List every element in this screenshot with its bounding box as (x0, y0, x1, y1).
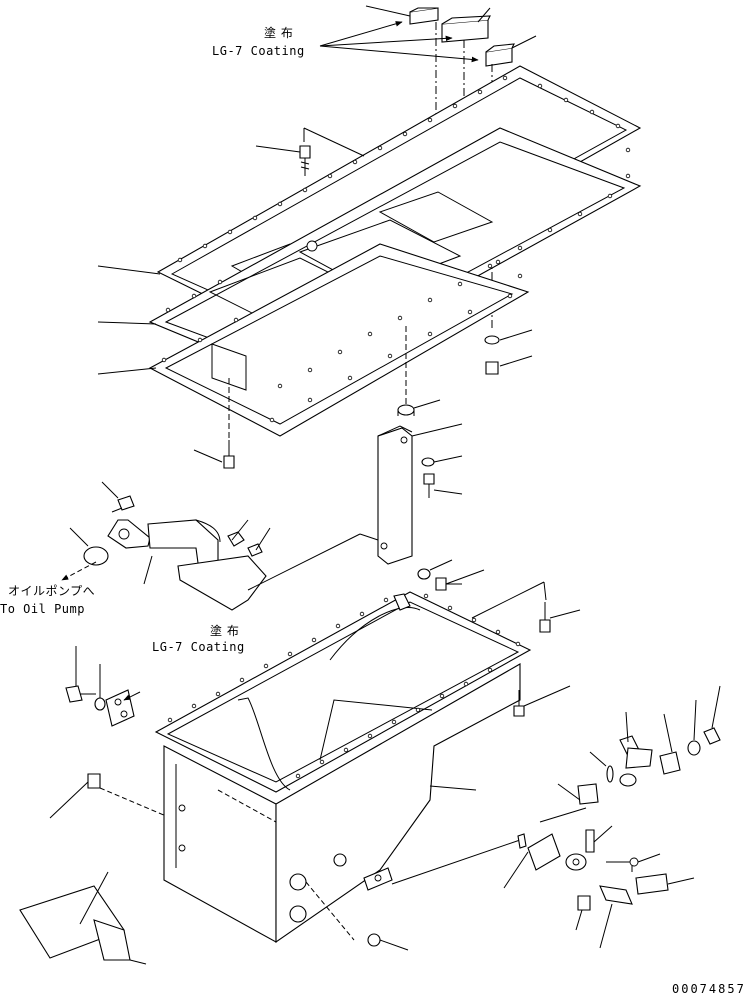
bolt-bracket (423, 473, 463, 498)
pin-fitting (585, 825, 613, 853)
bolt-cover (65, 646, 96, 703)
washer-bracket-bottom (417, 559, 453, 580)
suction-pipe (107, 519, 379, 611)
mid-coating-en-label: LG-7 Coating (152, 640, 245, 654)
washer-right (484, 329, 533, 345)
clip-fitting (606, 853, 661, 872)
bolt-pipe (101, 481, 135, 513)
top-coating-en-label: LG-7 Coating (212, 44, 305, 58)
washer-cover (94, 664, 106, 711)
coating-pad-3 (485, 43, 515, 67)
drain-plugs (289, 839, 521, 941)
bolt-right (485, 355, 533, 375)
plug-fitting-bottom (575, 895, 591, 931)
pan-holes (167, 593, 521, 779)
top-coating-jp-label: 塗 布 (264, 26, 294, 40)
bolt-fitting-long (599, 885, 633, 949)
bolt-lower-left (193, 378, 235, 469)
plug-bottom (367, 933, 409, 951)
flange-fitting (503, 833, 587, 889)
drawing-number: 00074857 (672, 982, 746, 996)
plate-leaders (97, 145, 301, 375)
fitting-nut-2 (703, 685, 721, 745)
bracket-strap (377, 423, 463, 565)
coating-arrows (319, 5, 537, 63)
mid-coating-jp-label: 塗 布 (210, 624, 240, 638)
o-ring-small (589, 751, 614, 783)
oil-pump-arrow (61, 561, 97, 581)
oil-pan (154, 591, 532, 944)
coating-pad-1 (409, 7, 439, 25)
nut-pipe-1 (227, 519, 249, 547)
plug-grommet (397, 326, 441, 416)
level-sensor (19, 871, 147, 965)
small-washer (421, 455, 463, 467)
fitting-nut-1 (687, 699, 701, 756)
oil-pump-en-label: To Oil Pump (0, 602, 85, 616)
gasket-holes (161, 75, 631, 423)
fitting-elbow (619, 711, 653, 787)
o-ring (69, 527, 109, 566)
plug-left (49, 773, 167, 819)
oil-pump-jp-label: オイルポンプへ (8, 584, 96, 598)
cover-plate (105, 689, 141, 727)
bolt-pan-right-2 (513, 685, 571, 717)
fitting-union (659, 713, 681, 775)
bolt-fitting-right (635, 873, 695, 895)
lower-gasket (148, 243, 530, 437)
adapter-fitting (539, 783, 599, 823)
coating-pad-2 (441, 15, 491, 43)
bolt-pan-right-1 (471, 581, 581, 633)
bolt-horizontal-right (435, 569, 485, 591)
bolt-top-left (299, 145, 311, 176)
pin-small (517, 833, 527, 849)
nut-pipe-2 (247, 527, 271, 557)
